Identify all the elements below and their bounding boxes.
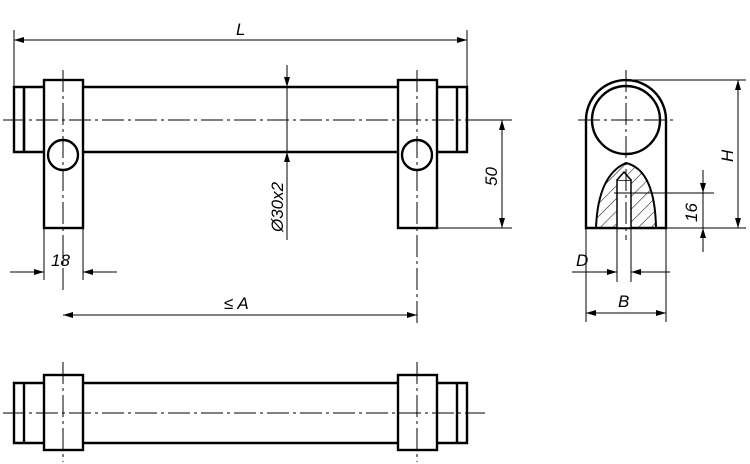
dimension-H: H — [626, 79, 746, 229]
label-A: ≤ A — [224, 294, 249, 313]
label-18: 18 — [51, 251, 70, 270]
dimension-L: L — [13, 20, 468, 86]
dimension-18: 18 — [10, 228, 117, 280]
top-view — [3, 362, 485, 462]
label-D: D — [576, 251, 588, 270]
dimension-diameter: Ø30x2 — [268, 65, 290, 240]
label-L: L — [236, 20, 245, 39]
dimension-B: B — [585, 228, 667, 322]
label-16: 16 — [682, 203, 701, 222]
label-diameter: Ø30x2 — [268, 181, 287, 233]
dimension-50: 50 — [437, 119, 512, 229]
dimension-16: 16 — [682, 170, 706, 252]
dimension-D: D — [572, 228, 670, 282]
label-B: B — [618, 292, 629, 311]
dimension-A: ≤ A — [63, 294, 417, 318]
front-view — [3, 70, 485, 325]
label-H: H — [718, 149, 737, 162]
label-50: 50 — [482, 167, 501, 186]
